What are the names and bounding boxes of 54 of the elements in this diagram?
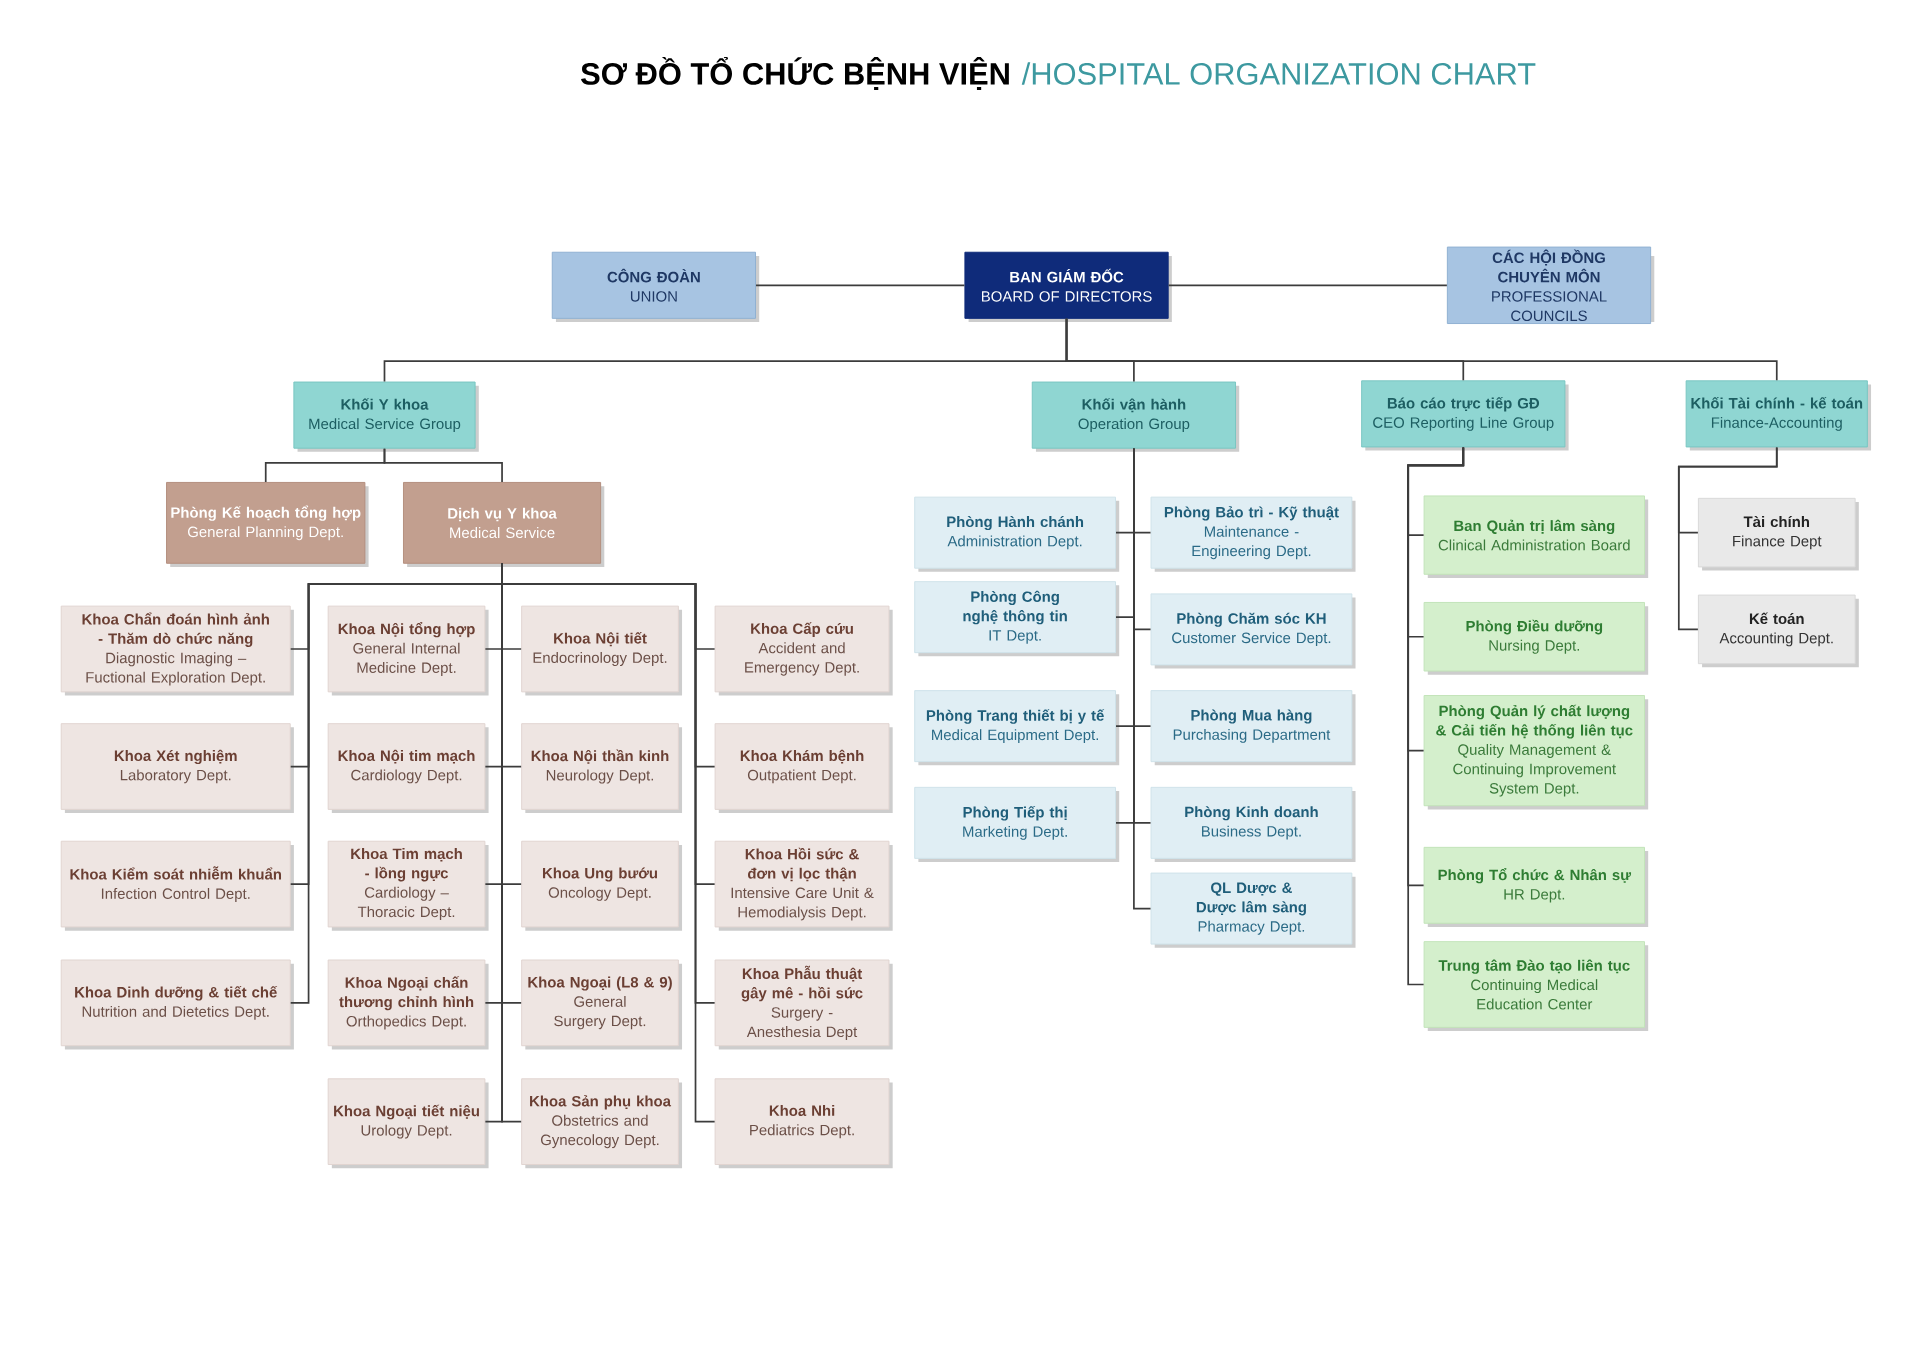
department-box: Khoa Khám bệnh Outpatient Dept. xyxy=(714,723,893,814)
department-box: Phòng Tổ chức & Nhân sự HR Dept. xyxy=(1423,847,1649,928)
connector-line xyxy=(1065,318,1778,382)
department-box: Phòng Công nghệ thông tin IT Dept. xyxy=(914,581,1120,657)
board-box: BAN GIÁM ĐỐC BOARD OF DIRECTORS xyxy=(964,251,1172,323)
department-box: Khoa Chẩn đoán hình ảnh - Thăm dò chức năng Diagnostic Imaging – Fuctional Exploration Dept. xyxy=(60,605,294,696)
department-box: Ban Quản trị lâm sàng Clinical Administration Board xyxy=(1423,495,1649,579)
connector-line xyxy=(755,284,966,287)
division-box: Phòng Kế hoạch tổng hợp General Planning Dept. xyxy=(166,482,369,568)
connector-line xyxy=(1407,446,1465,986)
department-box: Trung tâm Đào tạo liên tục Continuing Medical Education Center xyxy=(1423,941,1649,1032)
department-box: Khoa Ngoại tiết niệu Urology Dept. xyxy=(327,1078,489,1169)
department-box: Khoa Kiểm soát nhiễm khuẩn Infection Control Dept. xyxy=(60,840,294,931)
department-box: Khoa Ung bướu Oncology Dept. xyxy=(521,840,683,931)
group-box: Khối Y khoa Medical Service Group xyxy=(293,381,479,452)
department-box: Khoa Hồi sức & đơn vị lọc thận Intensive Care Unit & Hemodialysis Dept. xyxy=(714,840,893,931)
department-box: Khoa Xét nghiệm Laboratory Dept. xyxy=(60,723,294,814)
group-box: Báo cáo trực tiếp GĐ CEO Reporting Line Group xyxy=(1361,380,1569,451)
department-box: Phòng Bảo trì - Kỹ thuật Maintenance - Engineering Dept. xyxy=(1150,496,1356,572)
department-box: Khoa Cấp cứu Accident and Emergency Dept. xyxy=(714,605,893,696)
department-box: Khoa Phẫu thuật gây mê - hồi sức Surgery - Anesthesia Dept xyxy=(714,959,893,1050)
department-box: Khoa Nội tổng hợp General Internal Medicine Dept. xyxy=(327,605,489,696)
council-box: CÁC HỘI ĐỒNG CHUYÊN MÔN PROFESSIONAL COUNCILS xyxy=(1446,246,1655,325)
department-box: Khoa Dinh dưỡng & tiết chế Nutrition and Dietetics Dept. xyxy=(60,959,294,1050)
connector-line xyxy=(1167,284,1448,287)
council-box: CÔNG ĐOÀN UNION xyxy=(551,251,760,323)
department-box: Khoa Sản phụ khoa Obstetrics and Gynecology Dept. xyxy=(521,1078,683,1169)
department-box: Khoa Nội thần kinh Neurology Dept. xyxy=(521,723,683,814)
department-box: Phòng Mua hàng Purchasing Department xyxy=(1150,690,1356,766)
department-box: Phòng Quản lý chất lượng & Cải tiến hệ thống liên tục Quality Management & Continuing Improvement System Dept. xyxy=(1423,695,1649,810)
department-box: Phòng Tiếp thị Marketing Dept. xyxy=(914,787,1120,863)
title: SƠ ĐỒ TỔ CHỨC BỆNH VIỆN xyxy=(581,57,1009,91)
connector-line xyxy=(501,563,716,1123)
department-box: Phòng Điều dưỡng Nursing Dept. xyxy=(1423,602,1649,675)
group-box: Khối vận hành Operation Group xyxy=(1031,381,1240,452)
department-box: Phòng Hành chánh Administration Dept. xyxy=(914,496,1120,572)
connector-line xyxy=(1133,447,1152,910)
department-box: QL Dược & Dược lâm sàng Pharmacy Dept. xyxy=(1150,872,1356,948)
group-box: Khối Tài chính - kế toán Finance-Accounting xyxy=(1685,380,1872,451)
department-box: Khoa Nhi Pediatrics Dept. xyxy=(714,1078,893,1169)
department-box: Khoa Nội tim mạch Cardiology Dept. xyxy=(327,723,489,814)
connector-line xyxy=(1677,446,1778,631)
department-box: Phòng Chăm sóc KH Customer Service Dept. xyxy=(1150,593,1356,669)
department-box: Phòng Kinh doanh Business Dept. xyxy=(1150,787,1356,863)
department-box: Khoa Ngoại chấn thương chỉnh hình Orthopedics Dept. xyxy=(327,959,489,1050)
department-box: Tài chính Finance Dept xyxy=(1697,498,1859,571)
connector-line xyxy=(383,447,503,483)
department-box: Khoa Ngoại (L8 & 9) General Surgery Dept. xyxy=(521,959,683,1050)
department-box: Kế toán Accounting Dept. xyxy=(1697,594,1859,668)
department-box: Phòng Trang thiết bị y tế Medical Equipment Dept. xyxy=(914,690,1120,766)
division-box: Dịch vụ Y khoa Medical Service xyxy=(403,482,605,568)
department-box: Khoa Nội tiết Endocrinology Dept. xyxy=(521,605,683,696)
department-box: Khoa Tim mạch - lồng ngực Cardiology – Thoracic Dept. xyxy=(327,840,489,931)
subtitle: /HOSPITAL ORGANIZATION CHART xyxy=(1021,62,1536,85)
